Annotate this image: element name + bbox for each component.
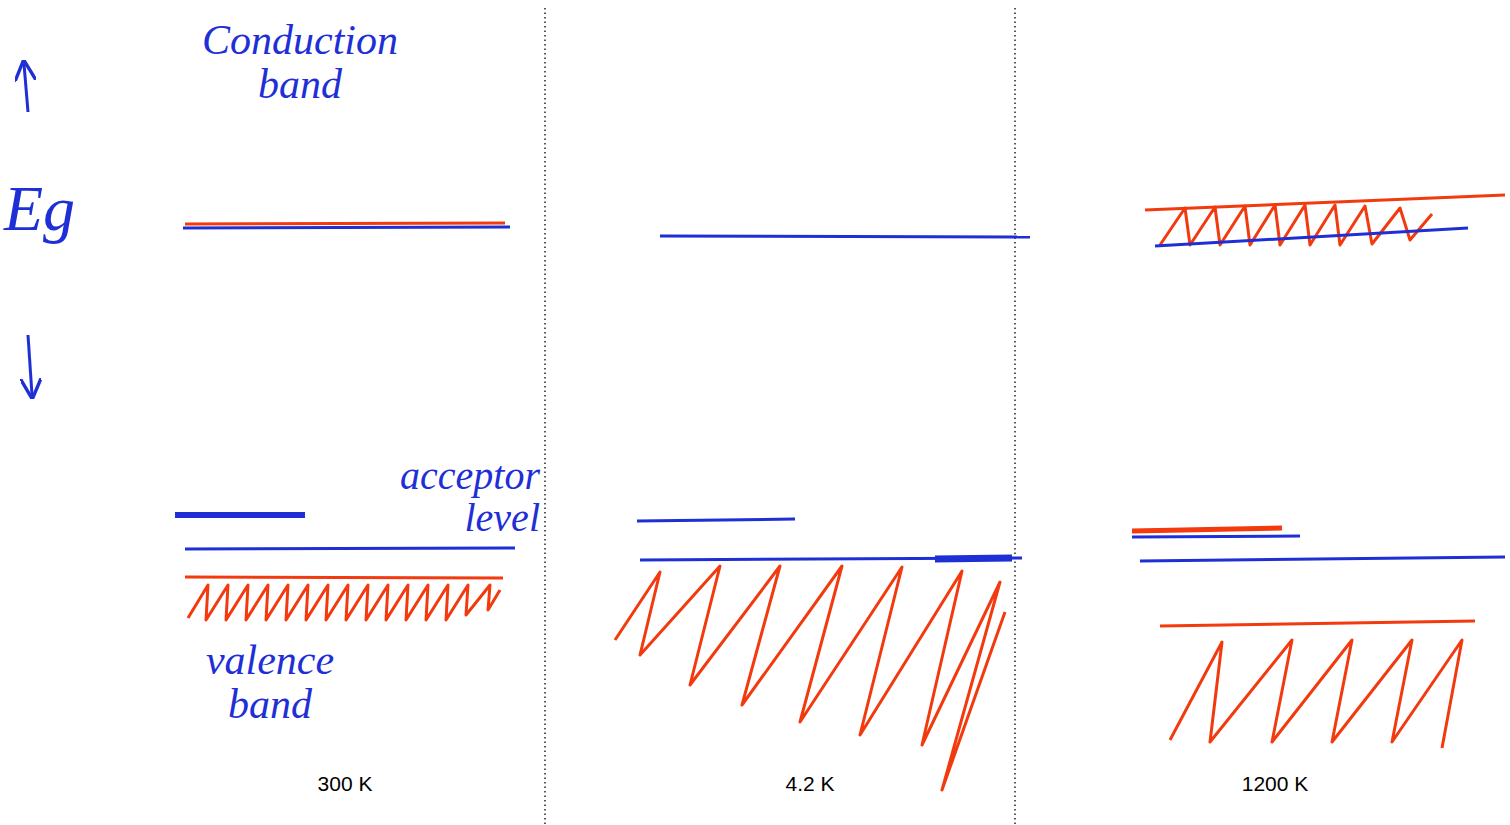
acceptor-level [1132, 536, 1300, 537]
temperature-label: 300 K [270, 772, 420, 796]
conduction-band-edge [1155, 228, 1468, 246]
band-label: valence band [190, 638, 350, 726]
filled-band-top [1160, 621, 1475, 626]
filled-band-hatch [188, 585, 500, 620]
electron-band-fill [185, 223, 505, 224]
level-label: acceptor level [360, 455, 540, 539]
valence-band-edge [640, 558, 1022, 560]
gap-arrow [24, 64, 28, 112]
panel-separator [544, 8, 546, 825]
gap-label: Eg [4, 175, 94, 242]
acceptor-level [1132, 528, 1282, 531]
acceptor-level [637, 519, 795, 521]
filled-band-hatch [615, 566, 1005, 790]
temperature-label: 4.2 K [735, 772, 885, 796]
filled-band-top [185, 577, 503, 578]
conduction-band-edge [660, 236, 1030, 237]
acceptor-level [175, 512, 305, 518]
band-label: Conduction band [180, 18, 420, 106]
valence-band-edge [185, 548, 515, 549]
electron-band-fill [1145, 195, 1505, 210]
conduction-band-edge [183, 227, 510, 228]
temperature-label: 1200 K [1200, 772, 1350, 796]
gap-arrow [28, 335, 32, 395]
valence-band-edge [935, 558, 1012, 559]
panel-separator [1014, 8, 1016, 825]
valence-band-edge [1140, 557, 1505, 561]
filled-band-hatch [1170, 640, 1462, 748]
